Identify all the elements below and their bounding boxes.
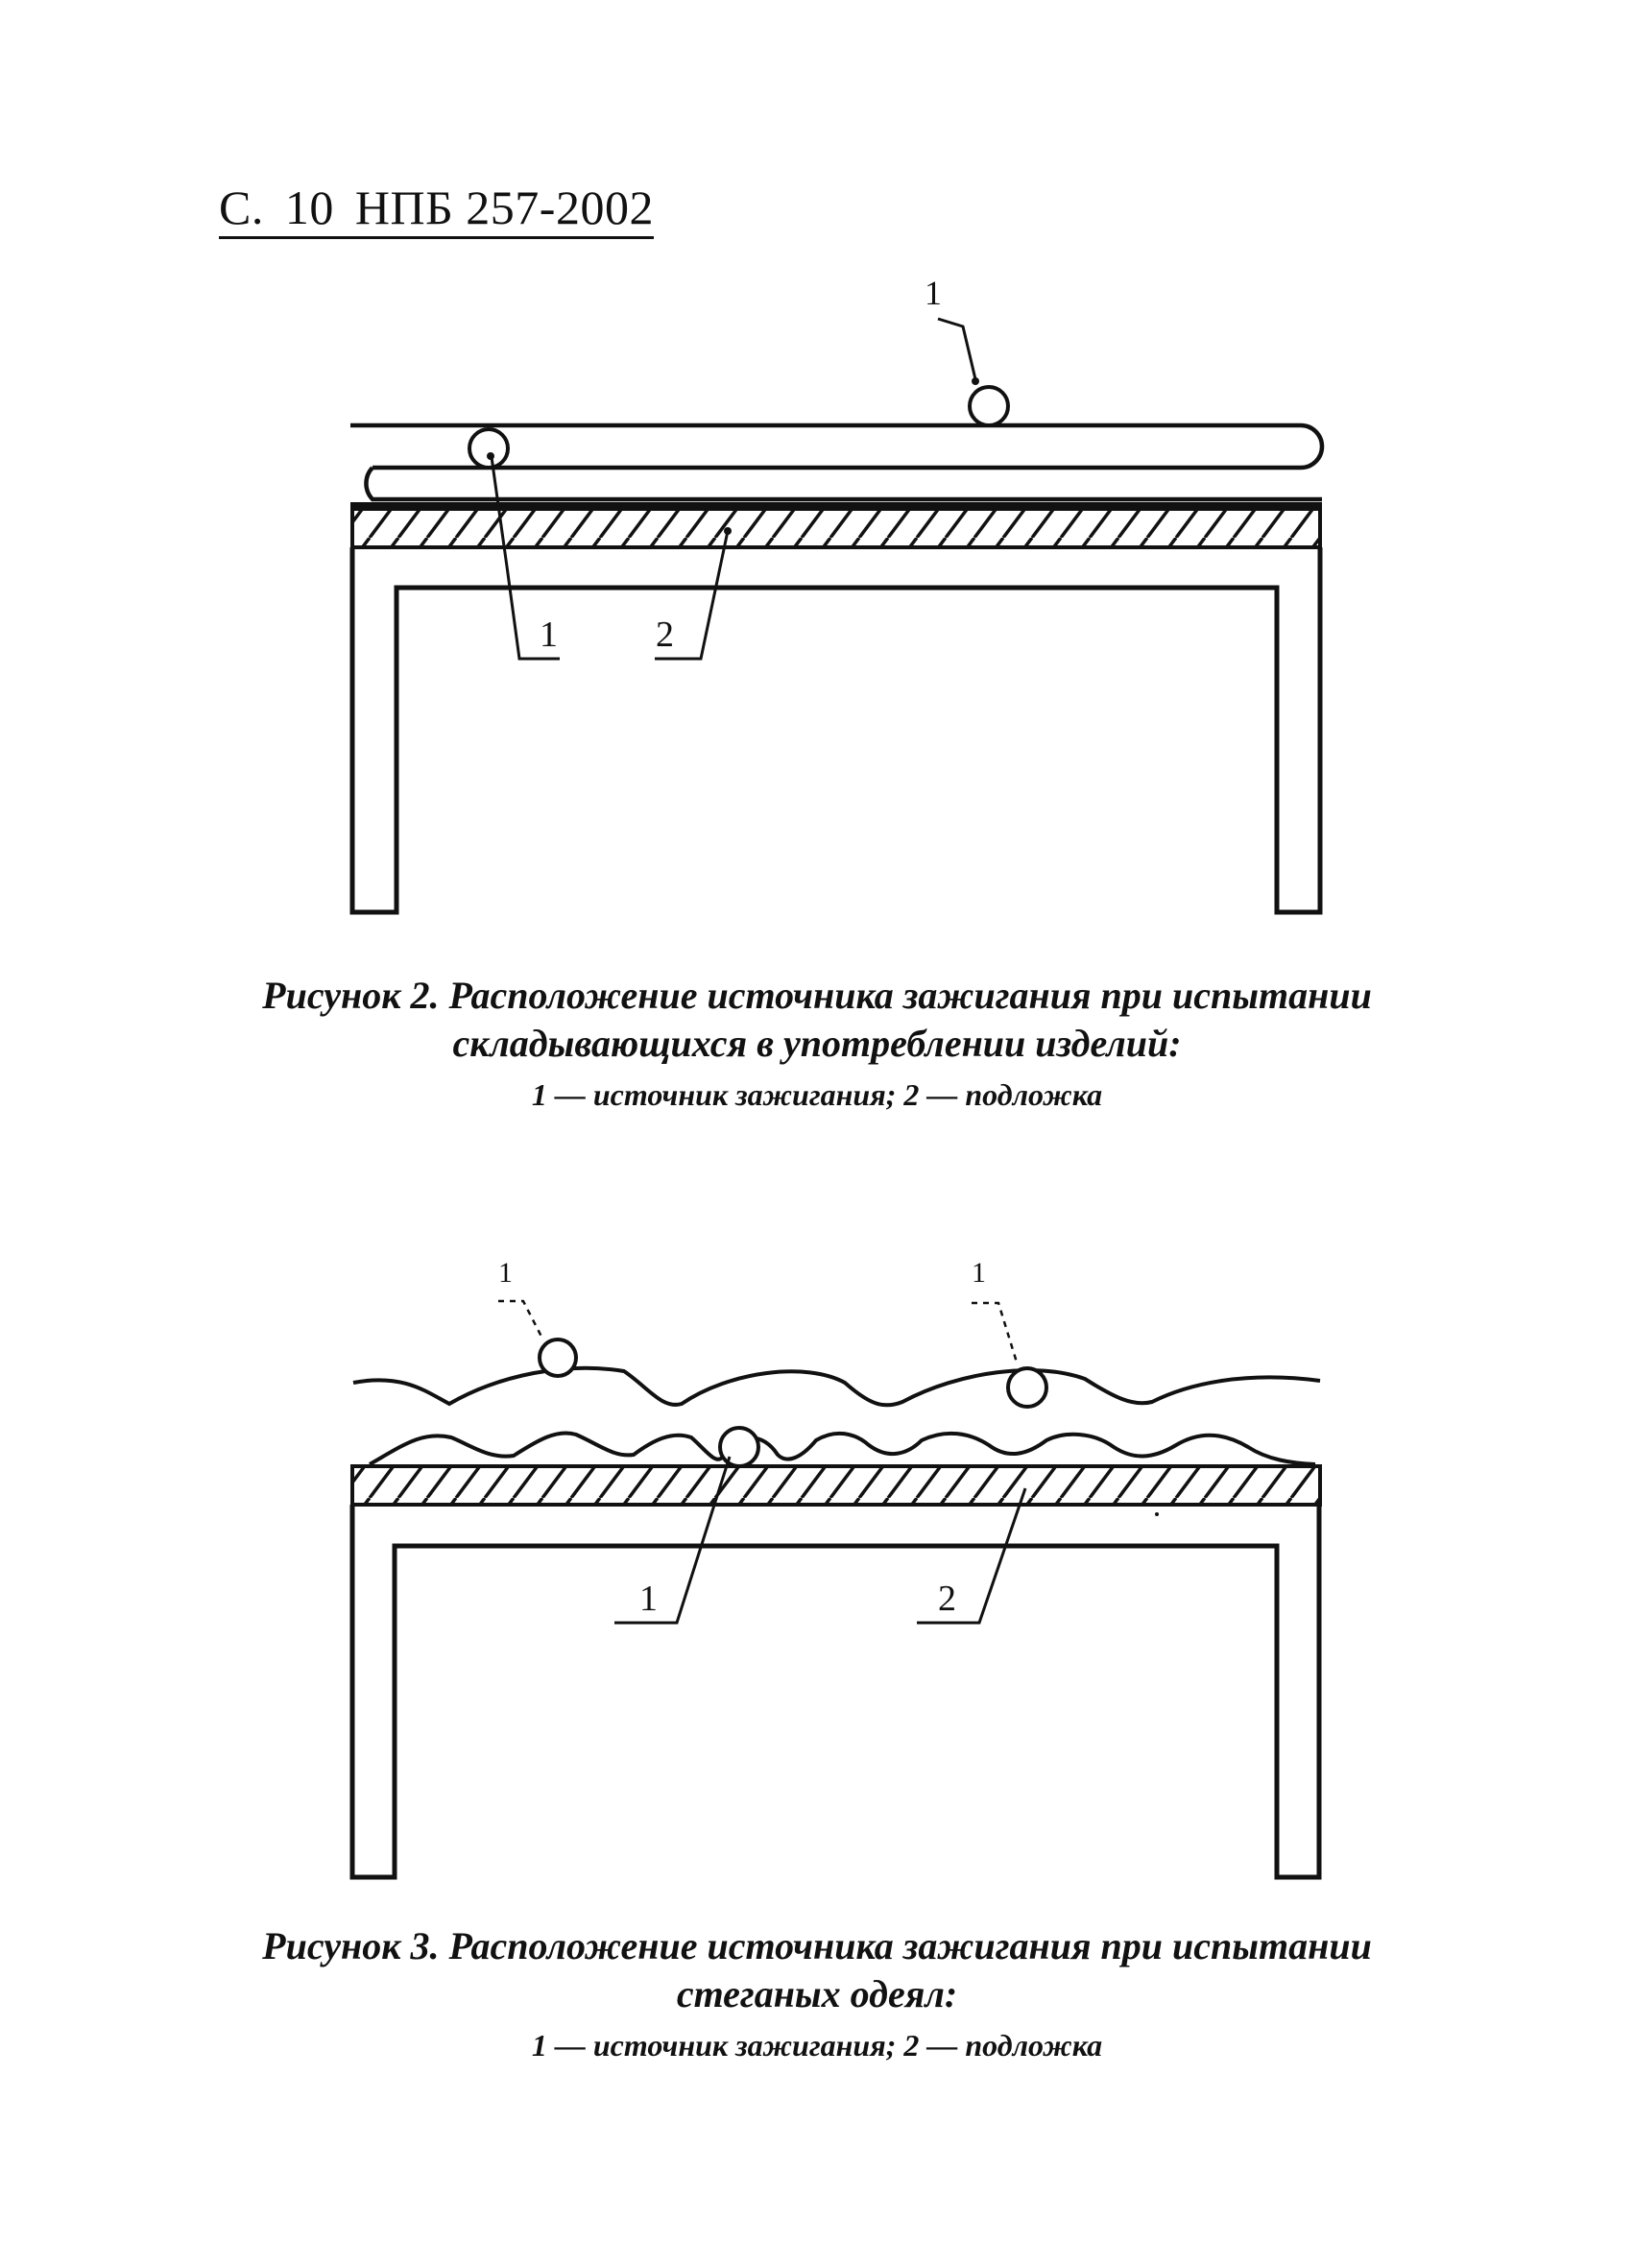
fig2-leader-lower bbox=[490, 456, 560, 661]
fig3-substrate bbox=[350, 1464, 1322, 1507]
fig3-leader-left bbox=[498, 1299, 543, 1338]
figure-2-caption-title-cont: складывающихся в употреблении изделий: bbox=[452, 1022, 1182, 1065]
header-page-number: 10 bbox=[284, 181, 334, 234]
fig3-label-right-source: 1 bbox=[972, 1257, 986, 1289]
fig2-label-lower-source: 1 bbox=[540, 615, 558, 655]
figure-3-caption-title-cont: стеганых одеял: bbox=[676, 1972, 958, 2015]
figure-3: 1 1 1 2 bbox=[349, 1257, 1322, 1880]
page-header: С. 10 НПБ 257-2002 bbox=[219, 179, 654, 239]
fig2-leader-top bbox=[937, 317, 977, 380]
fig3-label-substrate: 2 bbox=[938, 1579, 956, 1619]
figure-3-caption-title: Рисунок 3. Расположение источника зажига… bbox=[262, 1924, 1372, 1967]
fig2-ignition-source-top bbox=[968, 385, 1010, 427]
fig3-ignition-source-left bbox=[538, 1338, 578, 1378]
fig2-label-substrate: 2 bbox=[656, 615, 674, 655]
fig2-lower-layer bbox=[364, 466, 1322, 502]
fig3-ignition-source-right bbox=[1006, 1366, 1048, 1409]
fig3-leader-substrate bbox=[917, 1487, 1027, 1625]
fig2-leader-substrate bbox=[655, 530, 730, 661]
fig3-label-left-source: 1 bbox=[498, 1257, 513, 1289]
fig3-label-middle-source: 1 bbox=[639, 1579, 658, 1619]
fig3-ignition-source-middle bbox=[718, 1426, 760, 1468]
figure-3-legend: 1 — источник зажигания; 2 — подложка bbox=[531, 2028, 1103, 2063]
fig2-substrate bbox=[350, 507, 1322, 549]
fig3-lower-quilt bbox=[369, 1431, 1316, 1466]
fig2-upper-layer bbox=[350, 422, 1325, 470]
figure-2-caption: Рисунок 2. Расположение источника зажига… bbox=[0, 972, 1634, 1118]
fig2-label-top-source: 1 bbox=[925, 274, 942, 312]
fig2-ignition-source-between bbox=[468, 427, 510, 470]
fig3-upper-quilt bbox=[352, 1365, 1321, 1408]
header-prefix: С. bbox=[219, 181, 264, 234]
figure-3-caption: Рисунок 3. Расположение источника зажига… bbox=[0, 1922, 1634, 2068]
fig3-leader-right bbox=[972, 1301, 1020, 1366]
fig3-table-frame bbox=[349, 1505, 1322, 1880]
fig3-leader-middle bbox=[614, 1456, 732, 1625]
figure-2-caption-title: Рисунок 2. Расположение источника зажига… bbox=[262, 974, 1372, 1017]
figure-2-legend: 1 — источник зажигания; 2 — подложка bbox=[531, 1077, 1103, 1112]
figure-2: 1 1 2 bbox=[349, 274, 1325, 915]
header-doc-code: НПБ 257-2002 bbox=[354, 181, 654, 234]
fig2-table-frame bbox=[349, 547, 1323, 915]
